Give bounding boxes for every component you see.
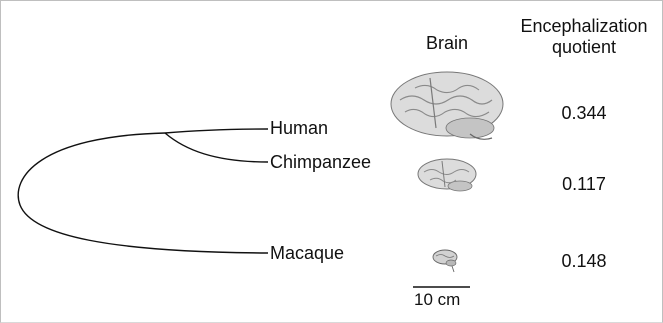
tree-branch-chimpanzee (165, 133, 268, 162)
tree-root-branch (18, 133, 268, 253)
eq-value-macaque: 0.148 (544, 251, 624, 271)
macaque-brain-icon (433, 250, 457, 272)
species-label-macaque: Macaque (270, 243, 344, 263)
eq-column-header-line2: quotient (508, 37, 660, 58)
species-label-chimpanzee: Chimpanzee (270, 152, 371, 172)
brain-column-header: Brain (420, 33, 474, 54)
species-label-human: Human (270, 118, 328, 138)
scale-bar-label: 10 cm (414, 290, 460, 310)
eq-value-chimpanzee: 0.117 (544, 174, 624, 194)
eq-column-header-line1: Encephalization (508, 16, 660, 37)
human-brain-icon (391, 72, 503, 139)
eq-value-human: 0.344 (544, 103, 624, 123)
tree-branch-human (165, 129, 268, 133)
chimpanzee-brain-icon (418, 159, 476, 191)
